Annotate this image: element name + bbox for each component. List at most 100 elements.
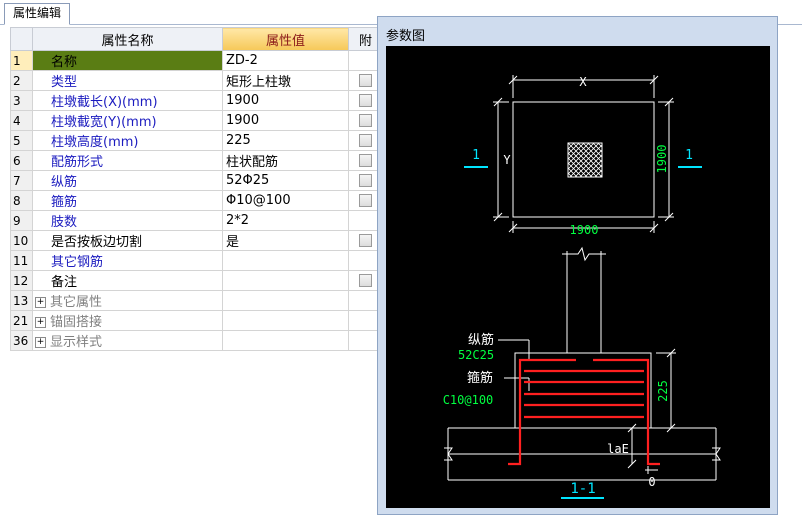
attach-checkbox[interactable] (359, 154, 372, 167)
property-name-cell[interactable]: + 显示样式 (32, 330, 223, 351)
attach-cell (348, 130, 383, 151)
property-name-cell[interactable]: 箍筋 (32, 190, 223, 211)
plan-y-label: Y (503, 153, 511, 167)
table-row[interactable]: 13+ 其它属性 (10, 290, 383, 311)
table-row[interactable]: 36+显示样式 (10, 330, 383, 351)
property-value-cell[interactable] (222, 290, 349, 311)
plan-x-label: X (579, 75, 587, 89)
expand-icon[interactable]: + (35, 337, 46, 348)
row-number: 10 (10, 230, 33, 251)
attach-checkbox[interactable] (359, 234, 372, 247)
table-row[interactable]: 6 配筋形式 柱状配筋 (10, 150, 383, 171)
property-name-cell[interactable]: + 其它属性 (32, 290, 223, 311)
property-value-cell[interactable]: 矩形上柱墩 (222, 70, 349, 91)
property-name: 柱墩截宽(Y)(mm) (51, 115, 157, 130)
property-name-cell[interactable]: 配筋形式 (32, 150, 223, 171)
height-dim: 225 (656, 380, 670, 402)
attach-checkbox[interactable] (359, 274, 372, 287)
row-number: 21 (10, 310, 33, 331)
row-number: 9 (10, 210, 33, 231)
header-property-value[interactable]: 属性值 (222, 27, 349, 51)
property-name: 其它属性 (50, 295, 103, 310)
property-name-cell[interactable]: 名称 (32, 50, 223, 71)
row-number: 12 (10, 270, 33, 291)
tab-property-editor[interactable]: 属性编辑 (4, 3, 71, 25)
property-name: 锚固搭接 (50, 315, 103, 330)
attach-cell (348, 90, 383, 111)
table-row[interactable]: 9 肢数 2*2 (10, 210, 383, 231)
property-value-cell[interactable]: 52Φ25 (222, 170, 349, 191)
property-value-cell[interactable]: 1900 (222, 90, 349, 111)
property-value-cell[interactable]: 2*2 (222, 210, 349, 231)
property-value-cell[interactable] (222, 330, 349, 351)
panel-title: 参数图 (386, 29, 426, 44)
row-number: 2 (10, 70, 33, 91)
plan-outline (512, 101, 655, 218)
attach-checkbox[interactable] (359, 134, 372, 147)
property-name-cell[interactable]: 纵筋 (32, 170, 223, 191)
property-value-cell[interactable]: 柱状配筋 (222, 150, 349, 171)
property-name-cell[interactable]: 柱墩截长(X)(mm) (32, 90, 223, 111)
property-name-cell[interactable]: 备注 (32, 270, 223, 291)
attach-checkbox[interactable] (359, 114, 372, 127)
property-name-cell[interactable]: 肢数 (32, 210, 223, 231)
section-title: 1-1 (570, 481, 595, 497)
property-name: 其它钢筋 (51, 255, 104, 270)
expand-icon[interactable]: + (35, 317, 46, 328)
property-value-cell[interactable] (222, 250, 349, 271)
property-name-cell[interactable]: 其它钢筋 (32, 250, 223, 271)
row-number: 13 (10, 290, 33, 311)
attach-checkbox[interactable] (359, 174, 372, 187)
property-value-cell[interactable]: 225 (222, 130, 349, 151)
table-row[interactable]: 10 是否按板边切割 是 (10, 230, 383, 251)
expand-icon[interactable]: + (35, 297, 46, 308)
property-name-cell[interactable]: 柱墩截宽(Y)(mm) (32, 110, 223, 131)
parameter-figure-panel: 参数图 (377, 16, 778, 515)
property-name: 肢数 (51, 215, 78, 230)
property-value-cell[interactable]: 1900 (222, 110, 349, 131)
property-name-cell[interactable]: 类型 (32, 70, 223, 91)
row-number: 7 (10, 170, 33, 191)
property-value-cell[interactable]: Φ10@100 (222, 190, 349, 211)
row-number: 4 (10, 110, 33, 131)
property-name: 显示样式 (50, 335, 103, 350)
header-property-name[interactable]: 属性名称 (32, 27, 223, 51)
section-marker-right: 1 (685, 148, 693, 163)
attach-cell (348, 150, 383, 171)
section-marker-left: 1 (472, 148, 480, 163)
table-row[interactable]: 4 柱墩截宽(Y)(mm) 1900 (10, 110, 383, 131)
property-value-cell[interactable] (222, 310, 349, 331)
property-name: 柱墩截长(X)(mm) (51, 95, 158, 110)
table-row[interactable]: 21+ 锚固搭接 (10, 310, 383, 331)
header-corner (10, 27, 33, 51)
row-number: 1 (10, 50, 33, 71)
property-name: 配筋形式 (51, 155, 104, 170)
offset-label: 0 (648, 475, 655, 489)
longitudinal-value: 52C25 (458, 348, 494, 362)
property-value-cell[interactable] (222, 270, 349, 291)
attach-checkbox[interactable] (359, 74, 372, 87)
property-name-cell[interactable]: 柱墩高度(mm) (32, 130, 223, 151)
stirrup-value: C10@100 (443, 393, 494, 407)
row-number: 6 (10, 150, 33, 171)
property-value-cell[interactable]: 是 (222, 230, 349, 251)
attach-checkbox[interactable] (359, 94, 372, 107)
row-number: 3 (10, 90, 33, 111)
property-name-cell[interactable]: + 锚固搭接 (32, 310, 223, 331)
table-row[interactable]: 3 柱墩截长(X)(mm) 1900 (10, 90, 383, 111)
attach-cell (348, 70, 383, 91)
attach-checkbox[interactable] (359, 194, 372, 207)
property-name: 是否按板边切割 (51, 235, 143, 250)
property-value-cell[interactable]: ZD-2 (222, 50, 349, 71)
longitudinal-label: 纵筋 (468, 332, 494, 348)
property-name-cell[interactable]: 是否按板边切割 (32, 230, 223, 251)
